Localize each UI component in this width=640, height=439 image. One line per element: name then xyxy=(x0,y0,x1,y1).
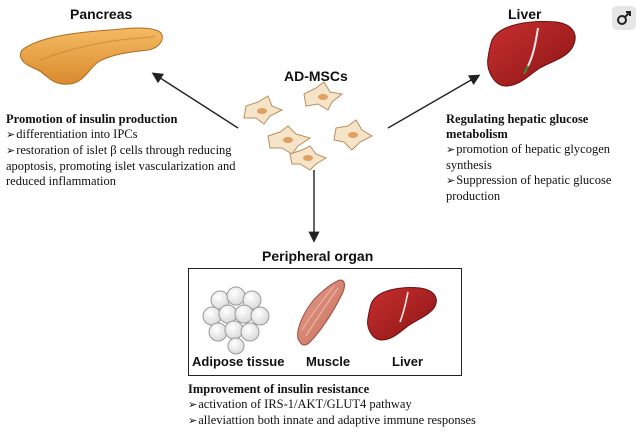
arrowhead-bullet-icon: ➢ xyxy=(446,144,456,156)
liver-organ-top xyxy=(487,21,576,87)
list-item-text: restoration of islet β cells through red… xyxy=(6,143,236,188)
msc-cell xyxy=(289,145,328,171)
peripheral-organ-title: Peripheral organ xyxy=(262,248,374,264)
list-item-text: activation of IRS-1/AKT/GLUT4 pathway xyxy=(198,397,412,411)
list-item-text: alleviattion both innate and adaptive im… xyxy=(198,413,476,427)
arrowhead-bullet-icon: ➢ xyxy=(446,175,456,187)
insulin-production-panel: Promotion of insulin production ➢differe… xyxy=(6,112,236,189)
pancreas-organ xyxy=(20,27,163,85)
msc-cell xyxy=(303,81,344,111)
arrow-to-pancreas xyxy=(151,72,239,129)
msc-cell xyxy=(267,125,312,155)
msc-cell xyxy=(243,95,284,125)
adipose-tissue-organ xyxy=(202,286,270,355)
arrowhead-bullet-icon: ➢ xyxy=(188,399,198,411)
bullet-list: ➢differentiation into IPCs ➢restoration … xyxy=(6,127,236,189)
panel-title: Promotion of insulin production xyxy=(6,112,178,126)
muscle-label: Muscle xyxy=(306,354,351,369)
adipose-tissue-label: Adipose tissue xyxy=(192,354,285,369)
arrowhead-bullet-icon: ➢ xyxy=(188,415,198,427)
liver-organ-bottom xyxy=(367,287,437,341)
msc-cell xyxy=(333,119,374,151)
list-item-text: Suppression of hepatic glucose productio… xyxy=(446,173,612,203)
ad-mscs-label: AD-MSCs xyxy=(284,68,348,84)
list-item: ➢Suppression of hepatic glucose producti… xyxy=(446,173,636,204)
list-item: ➢promotion of hepatic glycogen synthesis xyxy=(446,142,636,173)
panel-title-line2: metabolism xyxy=(446,127,508,141)
panel-title: Improvement of insulin resistance xyxy=(188,382,370,396)
list-item: ➢activation of IRS-1/AKT/GLUT4 pathway xyxy=(188,397,568,413)
hepatic-glucose-panel: Regulating hepatic glucose metabolism ➢p… xyxy=(446,112,636,204)
arrowhead-bullet-icon: ➢ xyxy=(6,129,16,141)
list-item: ➢restoration of islet β cells through re… xyxy=(6,143,236,189)
liver-label-bottom: Liver xyxy=(392,354,424,369)
pancreas-label: Pancreas xyxy=(70,6,133,22)
liver-label: Liver xyxy=(508,6,542,22)
list-item: ➢alleviattion both innate and adaptive i… xyxy=(188,413,568,429)
list-item-text: promotion of hepatic glycogen synthesis xyxy=(446,142,610,172)
bullet-list: ➢promotion of hepatic glycogen synthesis… xyxy=(446,142,636,204)
arrowhead-bullet-icon: ➢ xyxy=(6,145,16,157)
bullet-list: ➢activation of IRS-1/AKT/GLUT4 pathway ➢… xyxy=(188,397,568,429)
panel-title-line1: Regulating hepatic glucose xyxy=(446,112,589,126)
arrow-to-liver xyxy=(387,74,481,129)
msc-cells xyxy=(243,81,374,171)
gender-male-icon[interactable] xyxy=(612,6,636,30)
list-item-text: differentiation into IPCs xyxy=(16,127,138,141)
peripheral-organ-box xyxy=(188,268,462,376)
list-item: ➢differentiation into IPCs xyxy=(6,127,236,143)
muscle-organ xyxy=(297,279,345,346)
insulin-resistance-panel: Improvement of insulin resistance ➢activ… xyxy=(188,382,568,429)
